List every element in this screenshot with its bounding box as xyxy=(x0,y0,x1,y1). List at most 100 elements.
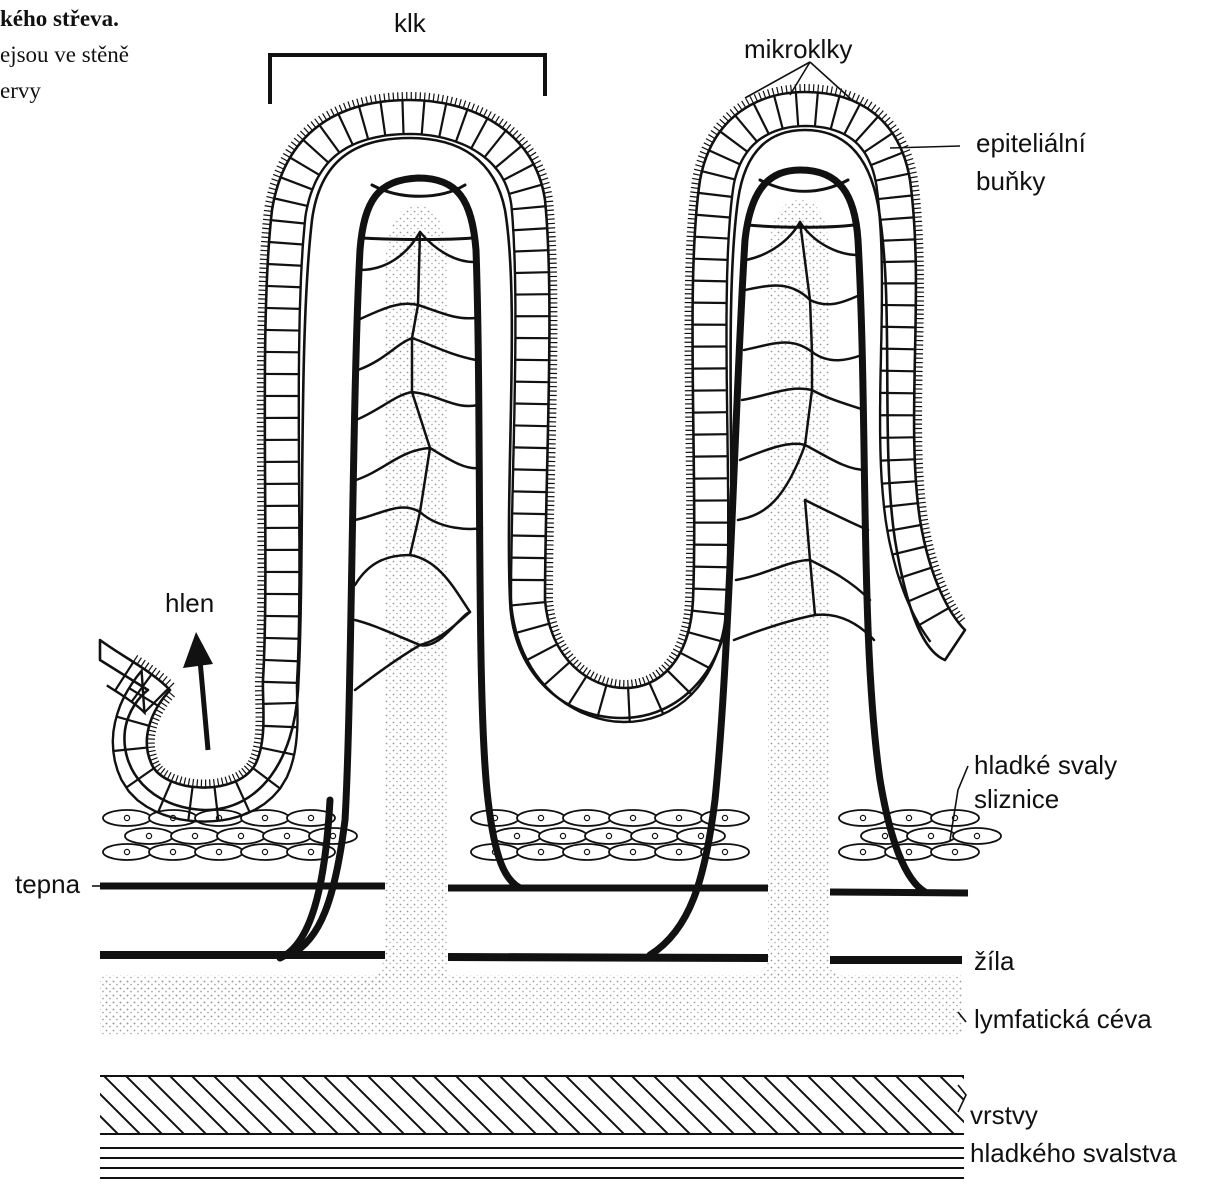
microvillus xyxy=(327,111,331,118)
microvillus xyxy=(467,102,470,110)
microvillus xyxy=(921,524,929,525)
smooth-muscle-cell xyxy=(539,828,587,844)
microvillus xyxy=(540,178,548,180)
epithelial-cell-wall xyxy=(696,215,730,218)
microvillus xyxy=(669,656,676,660)
microvillus xyxy=(956,614,963,619)
microvillus xyxy=(656,670,661,676)
microvillus xyxy=(606,678,608,686)
microvillus xyxy=(687,223,695,224)
epithelial-cell-wall xyxy=(702,171,735,179)
microvillus xyxy=(137,658,141,665)
microvillus xyxy=(695,165,703,167)
microvillus xyxy=(926,549,934,551)
microvillus xyxy=(232,774,235,781)
microvillus xyxy=(688,214,696,215)
epithelial-cell-wall xyxy=(290,158,319,175)
epithelial-cell-wall xyxy=(513,469,547,470)
epithelial-cell-wall xyxy=(919,608,948,625)
smooth-muscle-cell xyxy=(585,828,633,844)
epithelial-cell-wall xyxy=(649,683,663,714)
microvillus xyxy=(933,569,941,572)
microvillus xyxy=(917,494,925,495)
figure-caption: kého střeva. ejsou ve stěně ervy xyxy=(0,6,129,103)
epithelial-cell-wall xyxy=(864,133,892,152)
smooth-muscle-cell xyxy=(861,828,909,844)
microvillus xyxy=(163,698,169,703)
microvillus xyxy=(542,182,550,184)
microvillus xyxy=(711,131,718,135)
microvillus xyxy=(545,601,553,602)
caption-line-2: ejsou ve stěně xyxy=(0,42,129,67)
epithelial-cell-wall xyxy=(265,638,299,639)
microvillus xyxy=(734,106,739,112)
microvillus xyxy=(529,152,536,156)
microvillus xyxy=(704,143,711,147)
microvillus xyxy=(152,761,159,764)
microvillus xyxy=(144,663,148,670)
microvillus xyxy=(684,614,692,615)
epithelial-cell-wall xyxy=(516,624,549,633)
epithelial-cell-wall xyxy=(882,481,916,483)
microvillus xyxy=(908,168,916,170)
epithelial-cell-wall xyxy=(512,536,546,537)
smooth-muscle-cell xyxy=(839,844,887,860)
epithelial-cell-wall xyxy=(439,104,446,137)
label-zila: žíla xyxy=(974,946,1015,976)
smooth-muscle-cell xyxy=(103,844,151,860)
epithelial-cell-wall xyxy=(754,103,769,133)
microvillus xyxy=(937,581,944,584)
microvillus xyxy=(708,135,715,139)
microvillus xyxy=(691,183,699,184)
microvillus xyxy=(899,141,906,145)
microvillus xyxy=(914,217,922,218)
epithelial-cell-wall xyxy=(514,447,548,448)
microvillus xyxy=(288,146,295,151)
epithelial-cell-wall xyxy=(882,261,916,262)
smooth-muscle-cell xyxy=(263,828,311,844)
microvillus xyxy=(147,747,155,748)
microvillus xyxy=(892,129,899,133)
microvillus xyxy=(930,561,938,563)
smooth-muscle-cell xyxy=(609,844,657,860)
microvillus xyxy=(263,219,271,220)
microvillus xyxy=(909,172,917,174)
epithelial-cell-wall xyxy=(720,131,747,151)
microvillus xyxy=(579,665,584,671)
microvillus xyxy=(681,626,689,628)
microvillus xyxy=(723,116,729,122)
epithelial-cell-wall xyxy=(667,670,691,694)
microvillus xyxy=(777,87,779,95)
microvillus xyxy=(688,219,696,220)
microvillus xyxy=(286,149,293,153)
microvillus xyxy=(730,109,735,115)
label-hlen: hlen xyxy=(165,588,214,618)
microvillus xyxy=(429,93,430,101)
lacteal-right xyxy=(740,200,860,980)
microvillus xyxy=(754,94,757,101)
microvillus xyxy=(361,98,363,106)
microvillus xyxy=(910,177,918,178)
microvillus xyxy=(831,86,832,94)
epithelial-cell-wall xyxy=(695,237,729,239)
label-epithelial-2: buňky xyxy=(976,166,1045,196)
microvillus xyxy=(239,770,243,777)
microvillus xyxy=(619,680,620,688)
microvillus xyxy=(689,201,697,202)
microvillus xyxy=(936,577,943,580)
epithelial-cell-wall xyxy=(359,106,368,139)
microvillus xyxy=(951,608,958,612)
microvillus xyxy=(252,750,260,752)
microvillus xyxy=(602,677,605,685)
epithelial-cell-wall xyxy=(381,102,386,136)
microvillus xyxy=(352,100,354,108)
smooth-muscle-cell xyxy=(655,844,703,860)
microvillus xyxy=(916,485,924,486)
microvillus xyxy=(639,678,641,686)
microvillus xyxy=(297,134,303,139)
epithelial-cell-wall xyxy=(338,114,352,145)
epithelial-cell-wall xyxy=(881,239,915,240)
microvillus xyxy=(214,779,215,787)
microvillus xyxy=(907,163,915,165)
microvillus xyxy=(499,119,504,126)
